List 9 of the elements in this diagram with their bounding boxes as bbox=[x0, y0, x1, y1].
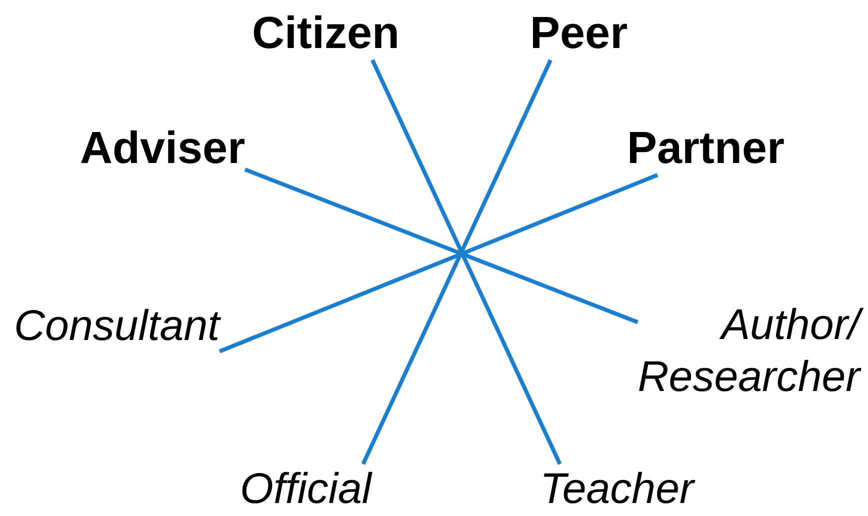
role-label: Consultant bbox=[14, 301, 220, 353]
role-label: Teacher bbox=[540, 464, 694, 516]
role-label: Adviser bbox=[80, 121, 246, 175]
connector-line bbox=[244, 168, 638, 324]
role-label: Partner bbox=[627, 121, 785, 175]
connector-line bbox=[218, 173, 658, 354]
role-label: Official bbox=[240, 464, 372, 516]
role-label: Citizen bbox=[252, 6, 400, 60]
role-label: Peer bbox=[530, 6, 628, 60]
